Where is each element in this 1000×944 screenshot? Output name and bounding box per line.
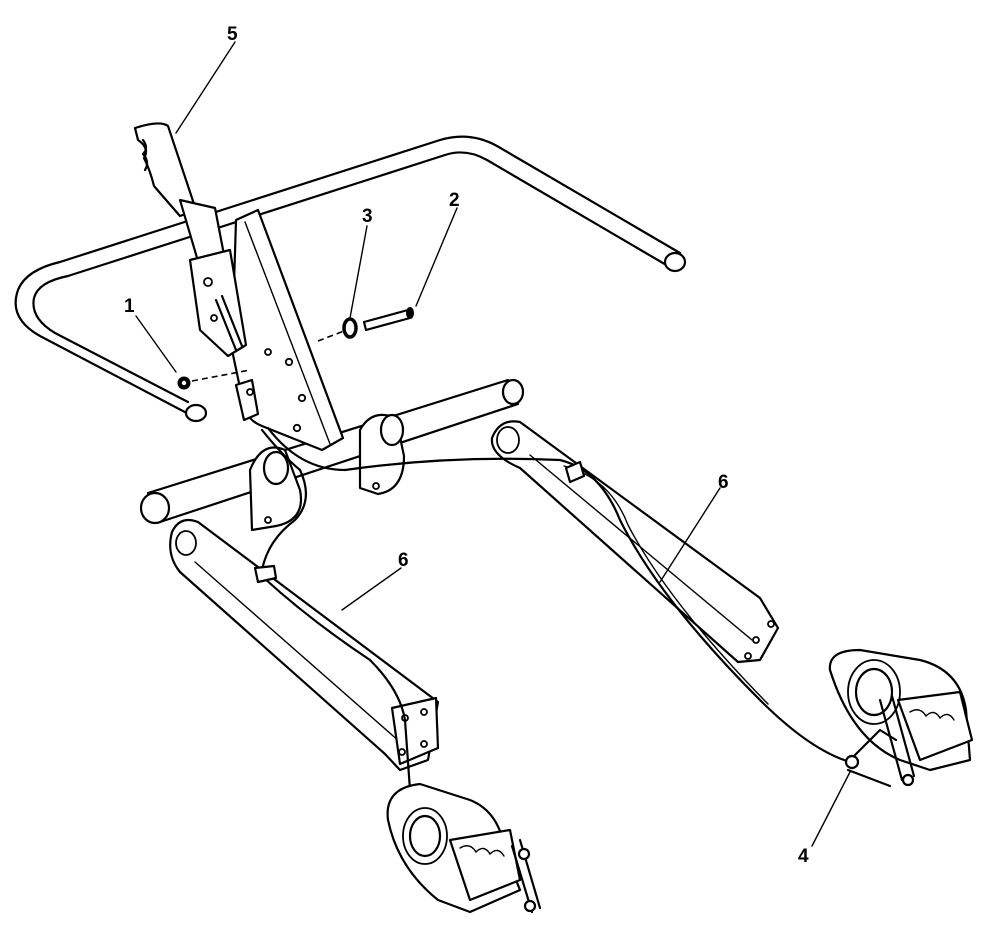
brake-cables (253, 426, 852, 792)
left-lower-arm (169, 518, 440, 772)
washer-part (342, 317, 358, 339)
callout-1: 1 (124, 296, 135, 317)
yoke-bracket-right (358, 413, 406, 496)
cross-tube-end (139, 491, 171, 525)
lower-cross-tube (139, 378, 525, 525)
nut-part (177, 376, 191, 390)
right-lower-arm (490, 420, 780, 664)
yoke-bracket-left (248, 446, 303, 532)
callout-6-left: 6 (398, 550, 409, 571)
brake-lever-handle (133, 122, 260, 422)
bolt-part (362, 307, 414, 332)
left-brake-caliper (386, 782, 542, 914)
bolt-centerline (317, 330, 345, 342)
leader-lines (135, 41, 851, 847)
callout-labels: 5 1 2 3 6 6 4 (124, 24, 809, 867)
callout-4: 4 (798, 846, 809, 867)
handle-tube-end-left (184, 403, 208, 423)
callout-6-right: 6 (718, 472, 729, 493)
callout-2: 2 (449, 190, 460, 211)
upper-handle-bar (14, 135, 687, 423)
callout-5: 5 (227, 24, 238, 45)
cable-clevis-pin (844, 754, 860, 770)
right-brake-caliper (828, 648, 974, 788)
handle-tube-end-right (663, 251, 687, 273)
callout-3: 3 (362, 206, 373, 227)
